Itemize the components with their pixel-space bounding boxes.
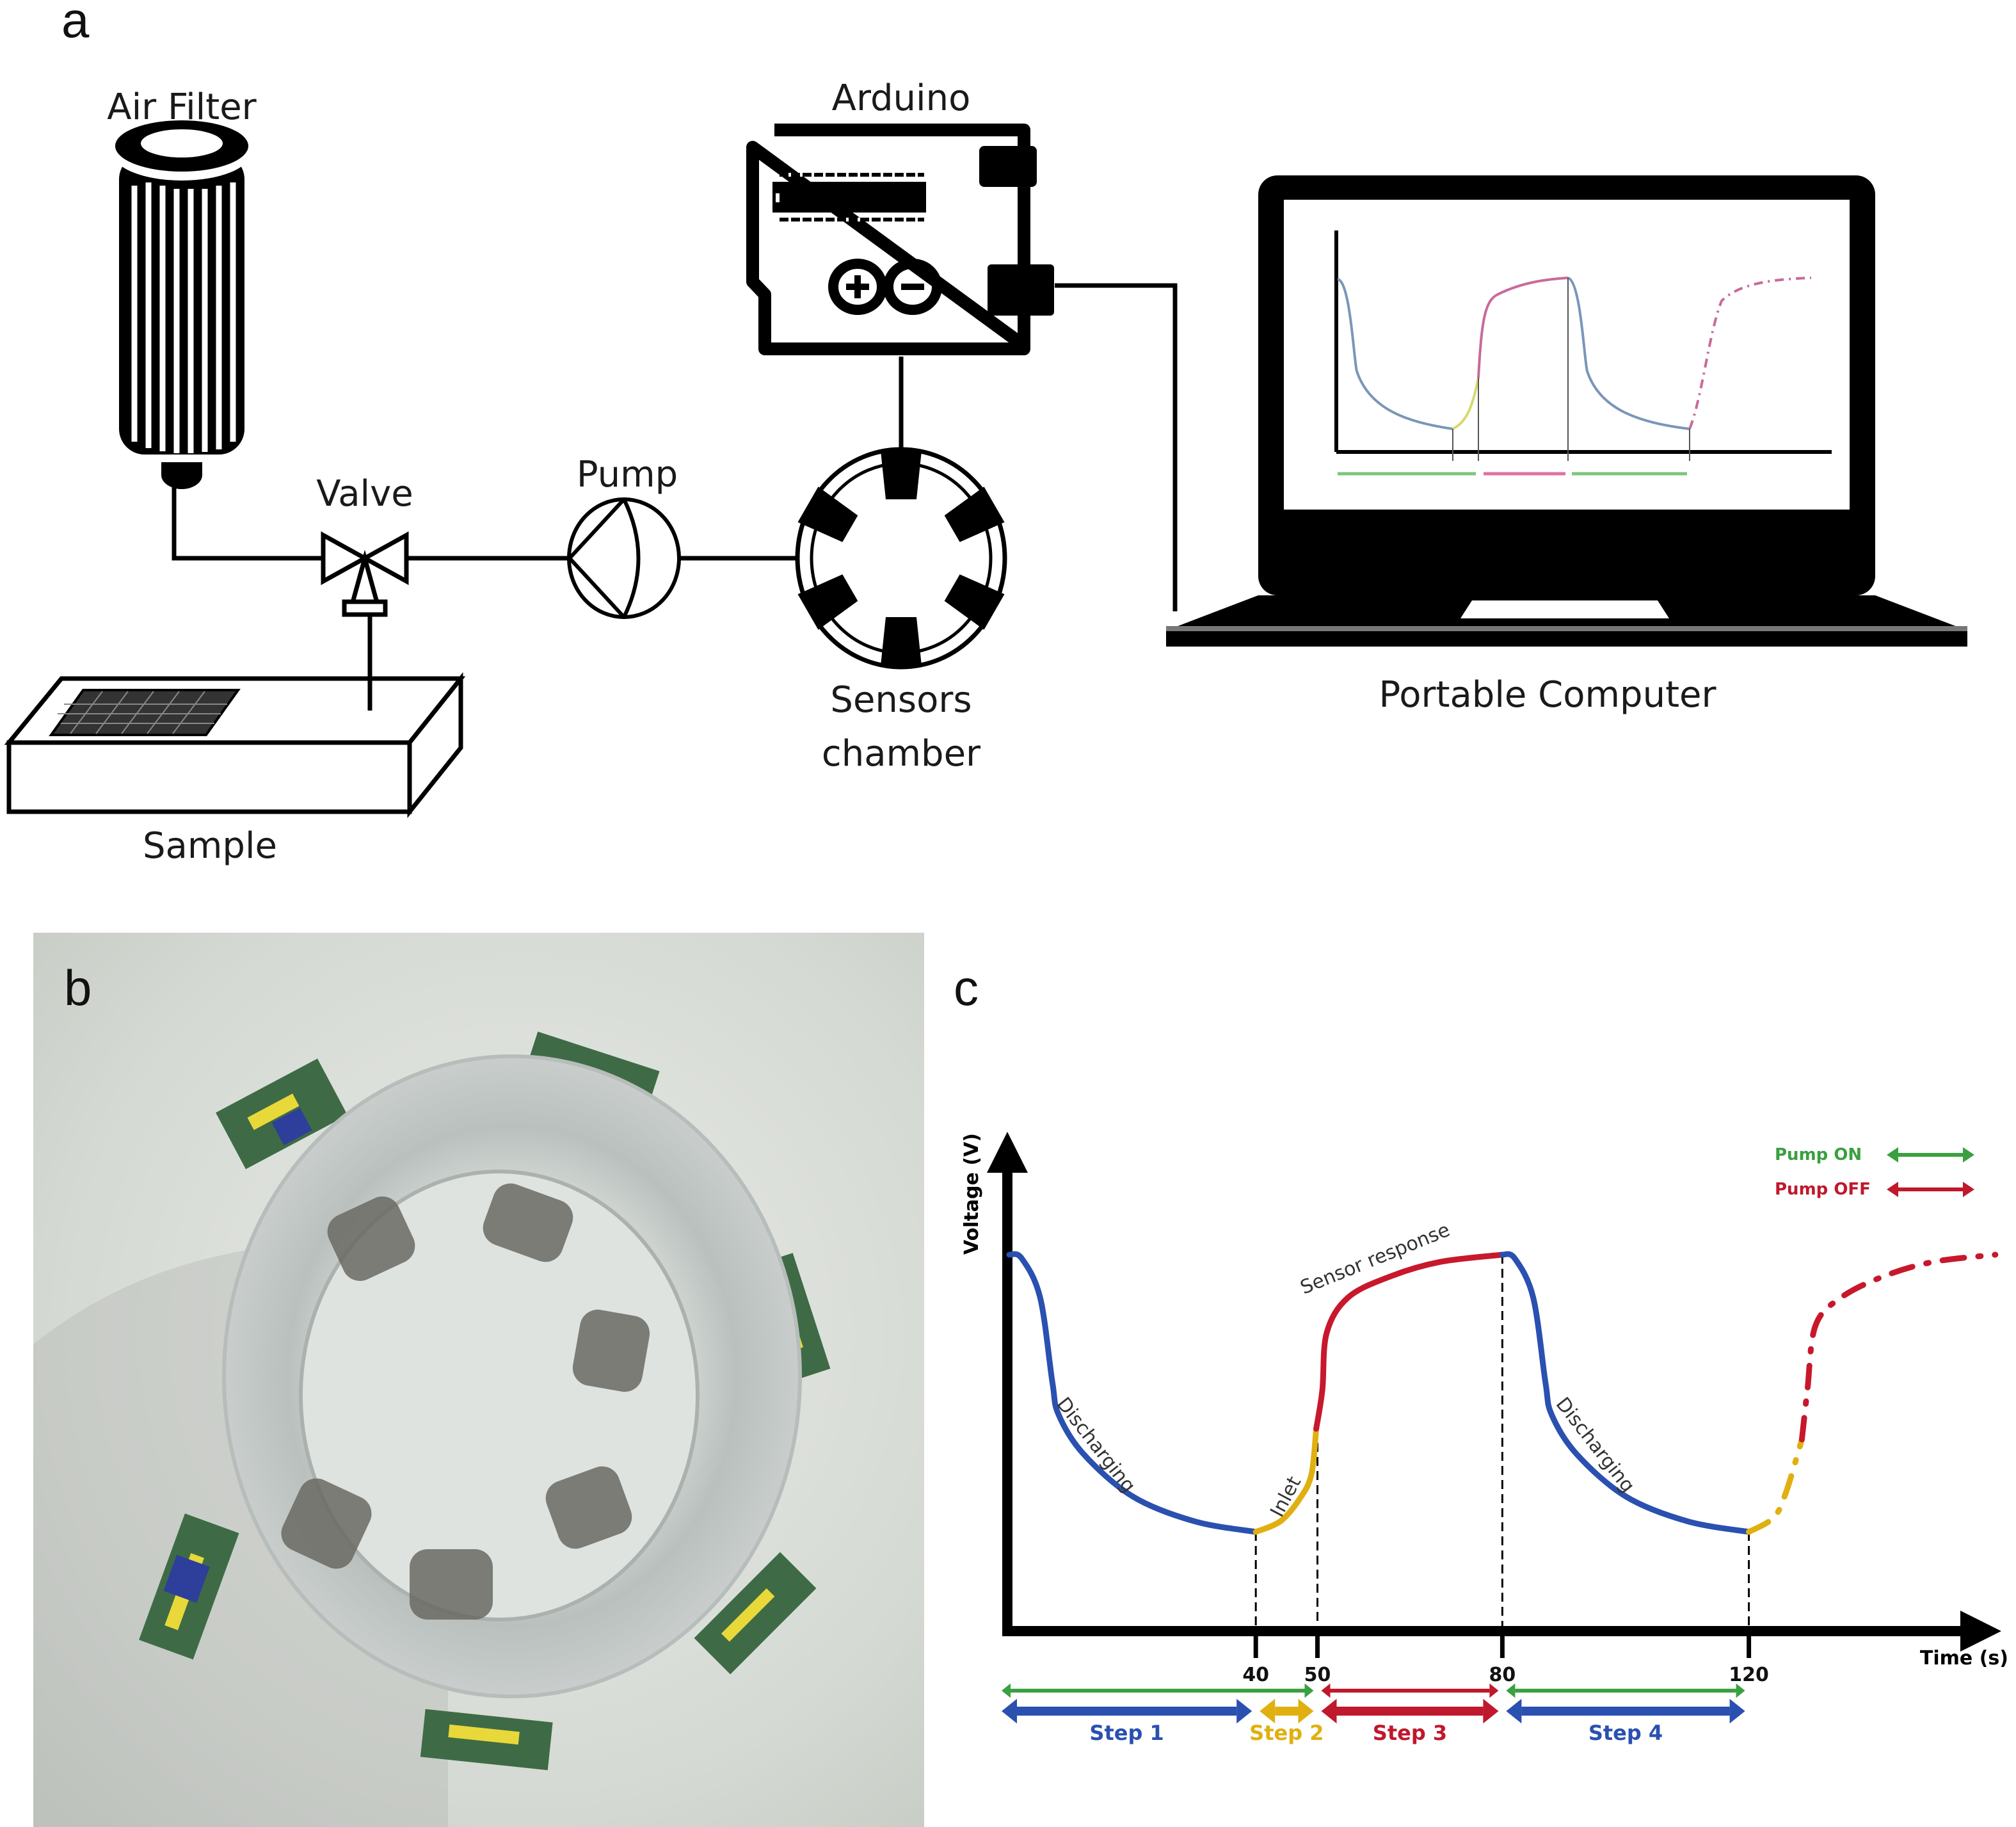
legend-pump-off-label: Pump OFF [1775, 1180, 1871, 1199]
step-arrow-4-head-left [1506, 1698, 1522, 1724]
step-arrow-2 [1260, 1698, 1314, 1724]
valve-icon [321, 531, 409, 617]
step-arrow-2-head-right [1298, 1698, 1314, 1724]
pump-and-step-ranges: Step 1 Step 2 Step 3 Step 4 [1002, 1683, 1745, 1745]
label-sensors-chamber-line2: chamber [822, 733, 981, 775]
label-valve: Valve [316, 473, 413, 515]
pump-range-0-head-right [1304, 1683, 1314, 1698]
legend-arrow-head-left-0 [1887, 1147, 1898, 1163]
air-filter-icon [113, 120, 251, 489]
series-line-5 [1798, 1252, 1999, 1443]
series-line-4 [1746, 1437, 1805, 1535]
label-portable-computer: Portable Computer [1379, 674, 1716, 716]
pump-range-2-head-left [1506, 1683, 1516, 1698]
pump-range-0 [1002, 1683, 1314, 1698]
pump-range-1-head-right [1489, 1683, 1499, 1698]
tick-label-80: 80 [1489, 1664, 1516, 1686]
arduino-logo-icon [828, 259, 942, 315]
series-line-3 [1499, 1251, 1752, 1535]
event-vlines [1254, 1255, 1750, 1631]
pump-range-1 [1321, 1683, 1499, 1698]
sample-tray-icon [4, 672, 466, 818]
laptop-icon [1166, 175, 1967, 647]
panel-b: b [33, 933, 924, 1827]
step-arrow-3 [1321, 1698, 1499, 1724]
tick-label-40: 40 [1242, 1664, 1269, 1686]
step-arrow-1-head-left [1002, 1698, 1017, 1724]
label-sensors-chamber-line1: Sensors [830, 679, 972, 721]
panel-label-a: a [61, 0, 90, 48]
panel-c: c Voltage (V) Time (s) 40 50 80 120 Dischar… [954, 960, 2008, 1745]
step-arrow-4-head-right [1729, 1698, 1745, 1724]
screen-mini-chart [1334, 230, 1832, 476]
annotation-discharging-2: Discharging [1551, 1393, 1639, 1497]
step-arrow-1-head-right [1236, 1698, 1252, 1724]
voltage-series [1006, 1251, 1999, 1535]
step-arrow-3-head-right [1483, 1698, 1499, 1724]
tick-label-50: 50 [1304, 1664, 1331, 1686]
y-axis-label: Voltage (V) [961, 1133, 983, 1255]
arduino-board-icon [746, 124, 1054, 355]
pump-range-0-head-left [1002, 1683, 1011, 1698]
label-pump: Pump [577, 454, 678, 495]
label-air-filter: Air Filter [107, 86, 257, 128]
sensor-photos [281, 1183, 650, 1620]
panel-label-c: c [954, 960, 979, 1016]
tick-label-120: 120 [1729, 1664, 1769, 1686]
label-arduino: Arduino [832, 77, 971, 119]
legend-arrow-head-left-1 [1887, 1182, 1898, 1197]
pump-range-2-head-right [1736, 1683, 1745, 1698]
step-label-3: Step 3 [1373, 1721, 1447, 1745]
panel-a: a Air Filter [4, 0, 1967, 867]
step-label-2: Step 2 [1249, 1721, 1324, 1745]
label-sample: Sample [143, 825, 277, 867]
annotation-discharging-1: Discharging [1052, 1393, 1140, 1497]
step-label-1: Step 1 [1089, 1721, 1164, 1745]
pump-range-1-head-left [1321, 1683, 1331, 1698]
pump-icon [566, 497, 681, 619]
annotation-sensor-response: Sensor response [1297, 1219, 1453, 1300]
step-label-4: Step 4 [1588, 1721, 1663, 1745]
legend-arrow-head-right-1 [1963, 1182, 1974, 1197]
sensor-chamber-icon [795, 447, 1007, 670]
step-arrow-2-head-left [1260, 1698, 1276, 1724]
pump-range-2 [1506, 1683, 1745, 1698]
pipe-lines [172, 283, 1178, 711]
step-arrow-3-head-left [1321, 1698, 1337, 1724]
x-axis-label: Time (s) [1920, 1647, 2008, 1670]
panel-label-b: b [64, 960, 92, 1016]
step-arrow-4 [1506, 1698, 1745, 1724]
legend-pump-on-label: Pump ON [1775, 1145, 1862, 1164]
legend: Pump ON Pump OFF [1775, 1145, 1974, 1199]
step-arrow-1 [1002, 1698, 1252, 1724]
series-line-1 [1252, 1426, 1320, 1535]
series-line-2 [1313, 1252, 1505, 1432]
x-ticks: 40 50 80 120 [1242, 1631, 1769, 1686]
legend-arrow-head-right-0 [1963, 1147, 1974, 1163]
series-line-0 [1006, 1251, 1259, 1535]
